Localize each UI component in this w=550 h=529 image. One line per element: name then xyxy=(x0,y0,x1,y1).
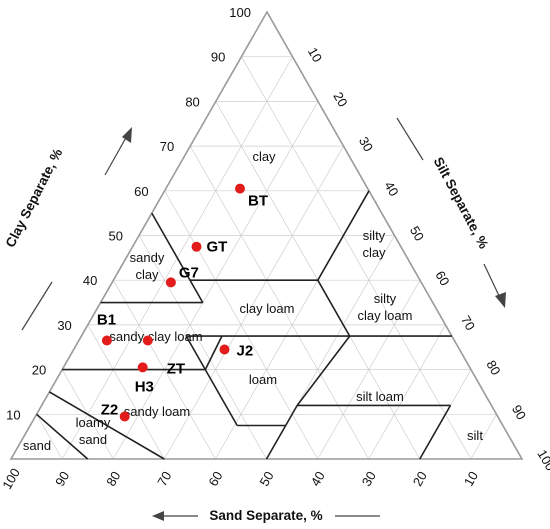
gridline-silt xyxy=(368,324,446,460)
sand-tick-label: 50 xyxy=(256,469,276,489)
clay-tick-label: 20 xyxy=(32,363,46,378)
point-label-gt: GT xyxy=(207,239,228,256)
point-label-z2: Z2 xyxy=(101,402,119,419)
silt-tick-label: 40 xyxy=(381,179,401,199)
point-zt xyxy=(137,362,148,373)
clay-tick-label: 60 xyxy=(134,184,148,199)
silt-tick-label: 100 xyxy=(534,447,550,473)
point-b1 xyxy=(101,335,112,346)
point-label-zt: ZT xyxy=(167,360,185,377)
silt-axis-arrowhead xyxy=(495,292,506,308)
silt-tick-label: 60 xyxy=(432,268,452,288)
point-label-g7: G7 xyxy=(179,264,199,281)
sand-axis-arrowhead xyxy=(152,511,164,521)
clay-tick-label: 80 xyxy=(185,94,199,109)
clay-axis-arrowhead xyxy=(122,127,132,143)
clay-tick-label: 30 xyxy=(57,318,71,333)
silt-tick-label: 50 xyxy=(407,224,427,244)
clay-tick-label: 90 xyxy=(211,50,225,65)
class-label-sandy-loam: sandy loam xyxy=(124,404,190,419)
gridline-sand xyxy=(241,56,472,460)
sand-tick-label: 60 xyxy=(205,469,225,489)
tick-labels: 10 20 30 40 50 60 70 80 90 100 10 20 30 40 50 60 70 80 90 1… xyxy=(0,5,550,492)
clay-tick-label: 50 xyxy=(109,229,123,244)
silt-tick-label: 30 xyxy=(356,134,376,154)
point-bt xyxy=(235,183,245,194)
class-boundary xyxy=(317,279,351,337)
clay-axis-rule xyxy=(21,281,53,331)
class-boundary xyxy=(151,212,204,303)
gridline-sand xyxy=(36,414,63,460)
class-label-clay: clay xyxy=(252,149,276,164)
silt-tick-label: 70 xyxy=(458,313,478,333)
silt-tick-label: 90 xyxy=(509,402,529,422)
class-boundary xyxy=(48,391,165,460)
sand-tick-label: 90 xyxy=(52,469,72,489)
class-boundary xyxy=(296,335,351,406)
class-boundary xyxy=(285,405,298,426)
gridline-sand xyxy=(87,324,165,460)
sand-tick-label: 10 xyxy=(461,469,481,489)
class-label-loam: loam xyxy=(249,372,277,387)
point-gt xyxy=(191,241,202,252)
point-label-j2: J2 xyxy=(237,343,254,360)
silt-axis-title: Silt Separate, % xyxy=(431,155,492,251)
sand-tick-label: 70 xyxy=(154,469,174,489)
class-boundary xyxy=(419,405,452,460)
point-label-bt: BT xyxy=(248,193,268,210)
class-boundary xyxy=(204,369,238,426)
class-label-sandy-clay-loam: sandy clay loam xyxy=(109,329,202,344)
clay-tick-label: 100 xyxy=(229,5,251,20)
point-label-b1: B1 xyxy=(97,312,116,329)
clay-tick-label: 70 xyxy=(160,139,174,154)
sand-tick-label: 20 xyxy=(410,469,430,489)
sand-tick-label: 80 xyxy=(103,469,123,489)
texture-class-boundaries xyxy=(36,190,452,460)
class-boundary xyxy=(185,335,206,370)
silt-tick-label: 20 xyxy=(330,89,350,109)
class-boundary xyxy=(265,425,287,460)
point-z2 xyxy=(119,411,130,422)
clay-tick-label: 10 xyxy=(6,407,20,422)
silt-tick-label: 80 xyxy=(483,358,503,378)
class-label-clay-loam: clay loam xyxy=(240,301,295,316)
point-sandy-clay-loam-point xyxy=(142,335,153,346)
silt-axis-rule xyxy=(396,117,424,161)
class-label-silt-loam: silt loam xyxy=(356,389,404,404)
point-label-h3: H3 xyxy=(135,378,154,395)
gridline-silt xyxy=(470,414,497,460)
sand-axis-title: Sand Separate, % xyxy=(209,508,322,523)
gridline-sand xyxy=(189,145,370,460)
class-boundary xyxy=(317,190,370,281)
sand-tick-label: 40 xyxy=(308,469,328,489)
clay-axis-title: Clay Separate, % xyxy=(3,146,66,250)
axis-titles: Clay Separate, % Silt Separate, % Sand Sep… xyxy=(3,117,506,523)
point-g7 xyxy=(165,277,176,288)
clay-tick-label: 40 xyxy=(83,273,97,288)
gridlines xyxy=(36,56,497,460)
sand-tick-label: 30 xyxy=(359,469,379,489)
sand-tick-label: 100 xyxy=(0,466,23,492)
class-label-silt: silt xyxy=(467,428,483,443)
gridline-silt xyxy=(163,145,344,460)
gridline-silt xyxy=(317,280,421,460)
gridline-sand xyxy=(138,235,267,460)
silt-axis-arrow-shaft xyxy=(483,263,502,301)
class-boundary xyxy=(204,335,223,370)
point-j2 xyxy=(219,344,230,355)
class-label-sand: sand xyxy=(23,438,51,453)
silt-tick-label: 10 xyxy=(305,45,325,65)
clay-axis-arrow-shaft xyxy=(104,133,129,176)
class-boundary xyxy=(36,413,89,460)
